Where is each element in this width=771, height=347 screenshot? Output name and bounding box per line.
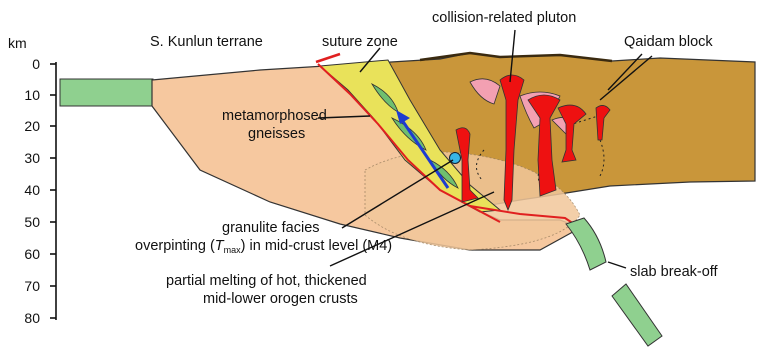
label-melting-line2: mid-lower orogen crusts bbox=[203, 291, 358, 307]
depth-tick-label-20: 20 bbox=[24, 118, 40, 134]
label-gneiss-line2: gneisses bbox=[248, 126, 305, 142]
label-gneiss-line1: metamorphosed bbox=[222, 108, 327, 124]
depth-tick-60: 60 bbox=[24, 246, 56, 262]
label-granulite-line2: overpinting (Tmax) in mid-crust level (M… bbox=[135, 238, 392, 255]
depth-tick-label-0: 0 bbox=[32, 56, 40, 72]
suture-surface-line bbox=[316, 54, 340, 62]
depth-tick-50: 50 bbox=[24, 214, 56, 230]
leader-breakoff bbox=[608, 262, 626, 268]
depth-tick-label-70: 70 bbox=[24, 278, 40, 294]
label-granulite-prefix: overpinting ( bbox=[135, 238, 215, 254]
label-melting-line1: partial melting of hot, thickened bbox=[166, 273, 367, 289]
label-granulite-suffix: ) in mid-crust level (M4) bbox=[241, 238, 392, 254]
depth-tick-label-50: 50 bbox=[24, 214, 40, 230]
depth-tick-label-80: 80 bbox=[24, 310, 40, 326]
depth-tick-20: 20 bbox=[24, 118, 56, 134]
depth-axis-unit: km bbox=[8, 35, 27, 51]
left-green-slab bbox=[60, 79, 153, 106]
label-suture-zone: suture zone bbox=[322, 34, 398, 50]
depth-tick-label-30: 30 bbox=[24, 150, 40, 166]
depth-tick-10: 10 bbox=[24, 87, 56, 103]
depth-tick-label-60: 60 bbox=[24, 246, 40, 262]
subducting-slab bbox=[566, 218, 606, 270]
depth-tick-70: 70 bbox=[24, 278, 56, 294]
label-granulite-sub: max bbox=[224, 245, 242, 255]
label-slab-breakoff: slab break-off bbox=[630, 264, 719, 280]
label-collision-pluton: collision-related pluton bbox=[432, 10, 576, 26]
depth-tick-40: 40 bbox=[24, 182, 56, 198]
depth-tick-80: 80 bbox=[24, 310, 56, 326]
depth-tick-0: 0 bbox=[32, 56, 56, 72]
depth-tick-label-40: 40 bbox=[24, 182, 40, 198]
broken-off-slab bbox=[612, 284, 662, 346]
geologic-section bbox=[60, 53, 755, 346]
depth-axis: km 0 10 20 30 40 50 60 bbox=[8, 35, 56, 326]
depth-tick-label-10: 10 bbox=[24, 87, 40, 103]
label-kunlun-terrane: S. Kunlun terrane bbox=[150, 34, 263, 50]
label-qaidam-block: Qaidam block bbox=[624, 34, 713, 50]
depth-tick-30: 30 bbox=[24, 150, 56, 166]
label-granulite-line1: granulite facies bbox=[222, 220, 320, 236]
